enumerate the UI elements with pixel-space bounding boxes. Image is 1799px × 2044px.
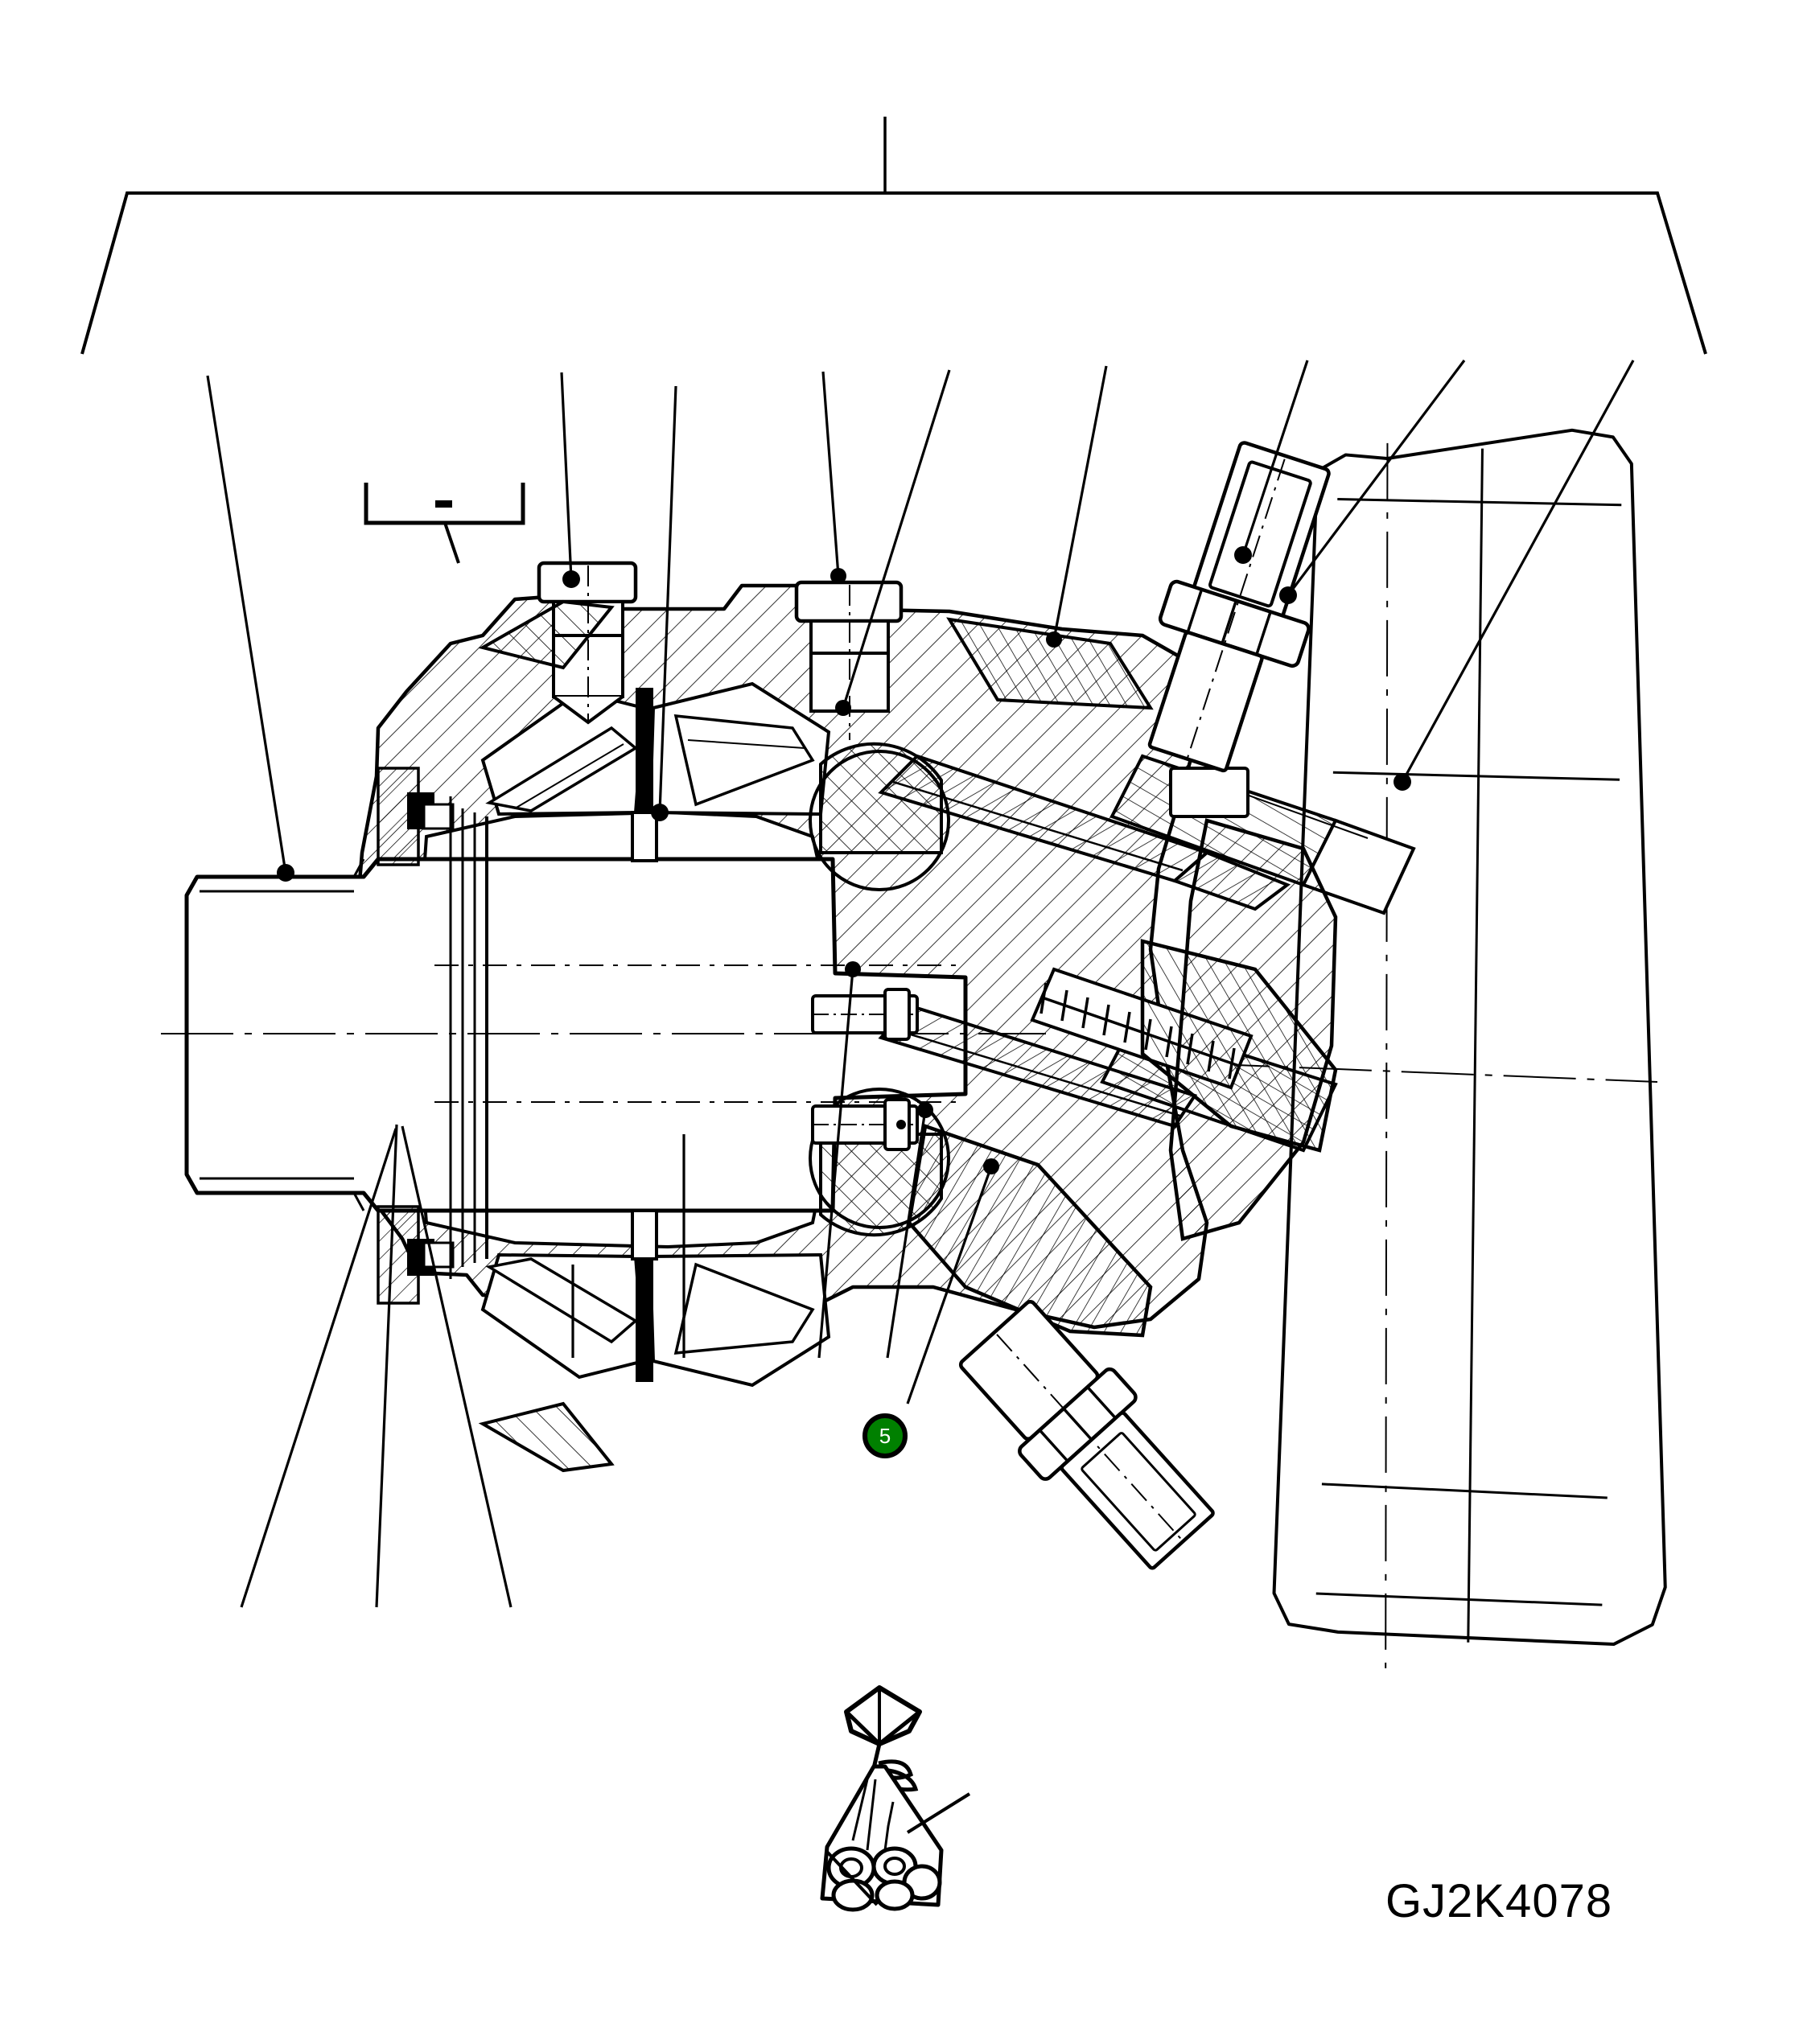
drive-shaft (184, 857, 968, 1213)
leader-dot (983, 1158, 999, 1174)
leader-dot (835, 700, 851, 716)
port-fitting-upper (1147, 441, 1331, 773)
leader-dots (277, 546, 1411, 1174)
parts-bag-leader (906, 1792, 971, 1834)
leader-line (1052, 365, 1108, 640)
detail-dash-bracket (364, 483, 525, 525)
end-cap-right (1168, 818, 1338, 1241)
detail-bracket-stem (443, 522, 460, 564)
leader-dot (845, 961, 861, 977)
leader-line (1241, 360, 1309, 556)
tapered-roller-bearing-lower-right (648, 1252, 831, 1388)
leader-dot (917, 1102, 933, 1118)
leader-line (886, 1109, 927, 1359)
barrel-centerline (1385, 442, 1389, 1668)
parts-bag (820, 1685, 944, 1912)
leader-dot (1279, 586, 1297, 604)
assembly-group-bracket (80, 191, 1707, 355)
leader-line (658, 385, 677, 813)
callout-marker-5[interactable] (861, 1412, 909, 1460)
leader-line (401, 1125, 513, 1608)
leader-dot (830, 568, 846, 584)
leader-dot (277, 864, 294, 882)
dowel-pin-upper (811, 988, 919, 1041)
tapered-roller-bearing-lower-left (480, 1252, 646, 1380)
leader-line (821, 371, 840, 577)
body-recess-window (1169, 767, 1249, 818)
leader-dot (1394, 773, 1411, 791)
leader-dot (562, 570, 580, 588)
shaft-spline-end (200, 858, 365, 1211)
leader-dot (651, 804, 669, 821)
leader-line (375, 1124, 398, 1608)
callout-circle[interactable] (862, 1413, 908, 1458)
bag-contents-seals (825, 1846, 942, 1912)
detail-dash-mark (435, 500, 452, 508)
leader-dot (1234, 546, 1252, 564)
leader-line (817, 969, 854, 1359)
leader-line (206, 375, 287, 874)
leader-line (842, 369, 951, 709)
leader-line (240, 1128, 397, 1608)
assembly-axis-right (1196, 1063, 1658, 1083)
leader-line (1286, 360, 1466, 596)
output-barrel-detail-lines (1315, 448, 1622, 1643)
bearing-spacer (631, 688, 658, 1382)
leader-lines (206, 360, 1635, 1608)
leader-line (906, 1166, 993, 1404)
leader-line (1401, 360, 1635, 783)
leader-dot (1046, 631, 1062, 648)
port-fitting-lower (958, 1300, 1215, 1570)
hex-bolt-right (794, 580, 904, 740)
leader-line (560, 372, 573, 580)
drawing-number: GJ2K4078 (1385, 1875, 1613, 1927)
dowel-pin-lower (811, 1098, 919, 1151)
